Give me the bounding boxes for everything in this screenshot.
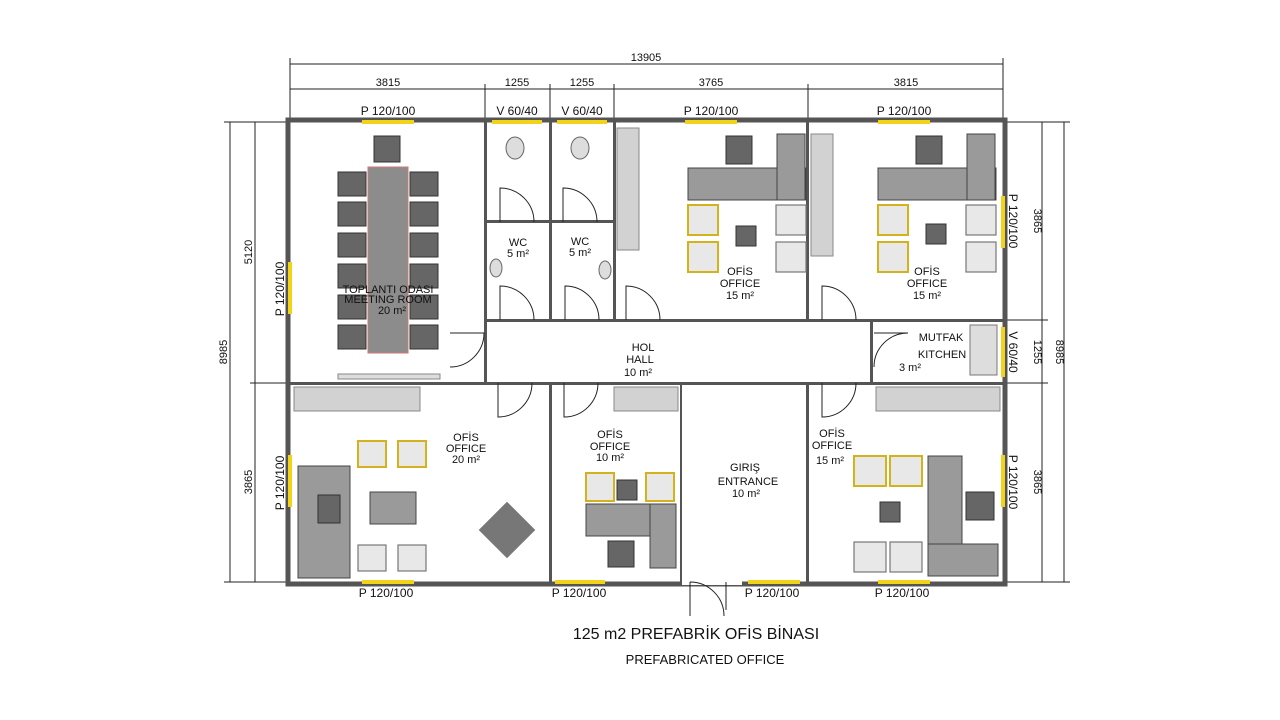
office-area: 15 m² [816, 455, 844, 467]
wc1-label: WC [509, 237, 527, 249]
meeting-room-label-tr: TOPLANTI ODASI [343, 284, 434, 296]
room-labels: TOPLANTI ODASI MEETING ROOM 20 m² WC 5 m… [343, 236, 967, 500]
window-label: V 60/40 [561, 104, 603, 118]
left-dimensions: 5120 3865 8985 [218, 121, 290, 583]
entrance-label-tr: GIRIŞ [730, 462, 760, 474]
office-area: 20 m² [452, 454, 480, 466]
windows [288, 120, 1005, 584]
segment-dim: 3815 [376, 77, 400, 89]
left-bottom-dim: 3865 [243, 470, 255, 494]
doors [449, 187, 909, 617]
office-label-tr: OFİS [819, 427, 845, 440]
kitchen-label-en: KITCHEN [918, 349, 966, 361]
window-label: P 120/100 [552, 586, 607, 600]
right-bottom-dim: 3865 [1031, 470, 1043, 494]
segment-dim: 3815 [894, 77, 918, 89]
office-top1-furniture [616, 127, 997, 273]
window-label: V 60/40 [496, 104, 538, 118]
wc1-area: 5 m² [507, 248, 529, 260]
office-area: 10 m² [596, 452, 624, 464]
kitchen-sink [969, 324, 998, 376]
left-top-dim: 5120 [243, 240, 255, 264]
plan-subtitle: PREFABRICATED OFFICE [626, 652, 785, 667]
office-label-en: OFFICE [812, 440, 852, 452]
office-area: 15 m² [726, 290, 754, 302]
walls [285, 117, 1008, 587]
wc2-area: 5 m² [569, 247, 591, 259]
plan-title: 125 m2 PREFABRİK OFİS BİNASI [573, 624, 819, 643]
office-label-tr: OFİS [914, 265, 940, 278]
top-dimensions: 13905 3815 1255 1255 3765 3815 [289, 52, 1004, 122]
entrance-label-en: ENTRANCE [718, 476, 779, 488]
kitchen-label-tr: MUTFAK [919, 332, 964, 344]
right-top-dim: 3865 [1031, 209, 1043, 233]
right-dimensions: 3865 1255 3865 8985 [1003, 121, 1070, 583]
meeting-room-label-en: MEETING ROOM [344, 294, 431, 306]
window-label: P 120/100 [273, 455, 287, 510]
office-label-en: OFFICE [590, 441, 630, 453]
office-label-en: OFFICE [720, 278, 760, 290]
hall-area: 10 m² [624, 367, 652, 379]
right-total-dim: 8985 [1053, 340, 1065, 364]
window-label: P 120/100 [359, 586, 414, 600]
window-label: P 120/100 [745, 586, 800, 600]
window-label: P 120/100 [684, 104, 739, 118]
office-label-en: OFFICE [907, 278, 947, 290]
office-label-tr: OFİS [453, 431, 479, 444]
window-label: P 120/100 [1006, 194, 1020, 249]
segment-dim: 1255 [505, 77, 529, 89]
right-mid-dim: 1255 [1031, 340, 1043, 364]
segment-dim: 3765 [699, 77, 723, 89]
hall-label-en: HALL [626, 354, 654, 366]
office-bottom-furniture [293, 386, 1001, 579]
window-label: V 60/40 [1006, 331, 1020, 373]
left-total-dim: 8985 [218, 340, 230, 364]
wc2-label: WC [571, 236, 589, 248]
entrance-area: 10 m² [732, 488, 760, 500]
meeting-table-set [337, 135, 441, 380]
window-label: P 120/100 [273, 261, 287, 316]
total-width-dim: 13905 [631, 52, 662, 64]
window-label: P 120/100 [1006, 455, 1020, 510]
meeting-room-area: 20 m² [378, 305, 406, 317]
kitchen-area: 3 m² [899, 362, 921, 374]
office-area: 15 m² [913, 290, 941, 302]
window-labels: P 120/100 V 60/40 V 60/40 P 120/100 P 12… [273, 104, 1020, 600]
window-label: P 120/100 [877, 104, 932, 118]
office-label-tr: OFİS [597, 428, 623, 441]
office-label-en: OFFICE [446, 443, 486, 455]
segment-dim: 1255 [570, 77, 594, 89]
window-label: P 120/100 [875, 586, 930, 600]
office-label-tr: OFİS [727, 265, 753, 278]
window-label: P 120/100 [361, 104, 416, 118]
hall-label-tr: HOL [632, 342, 655, 354]
wc-fixtures [489, 136, 612, 280]
